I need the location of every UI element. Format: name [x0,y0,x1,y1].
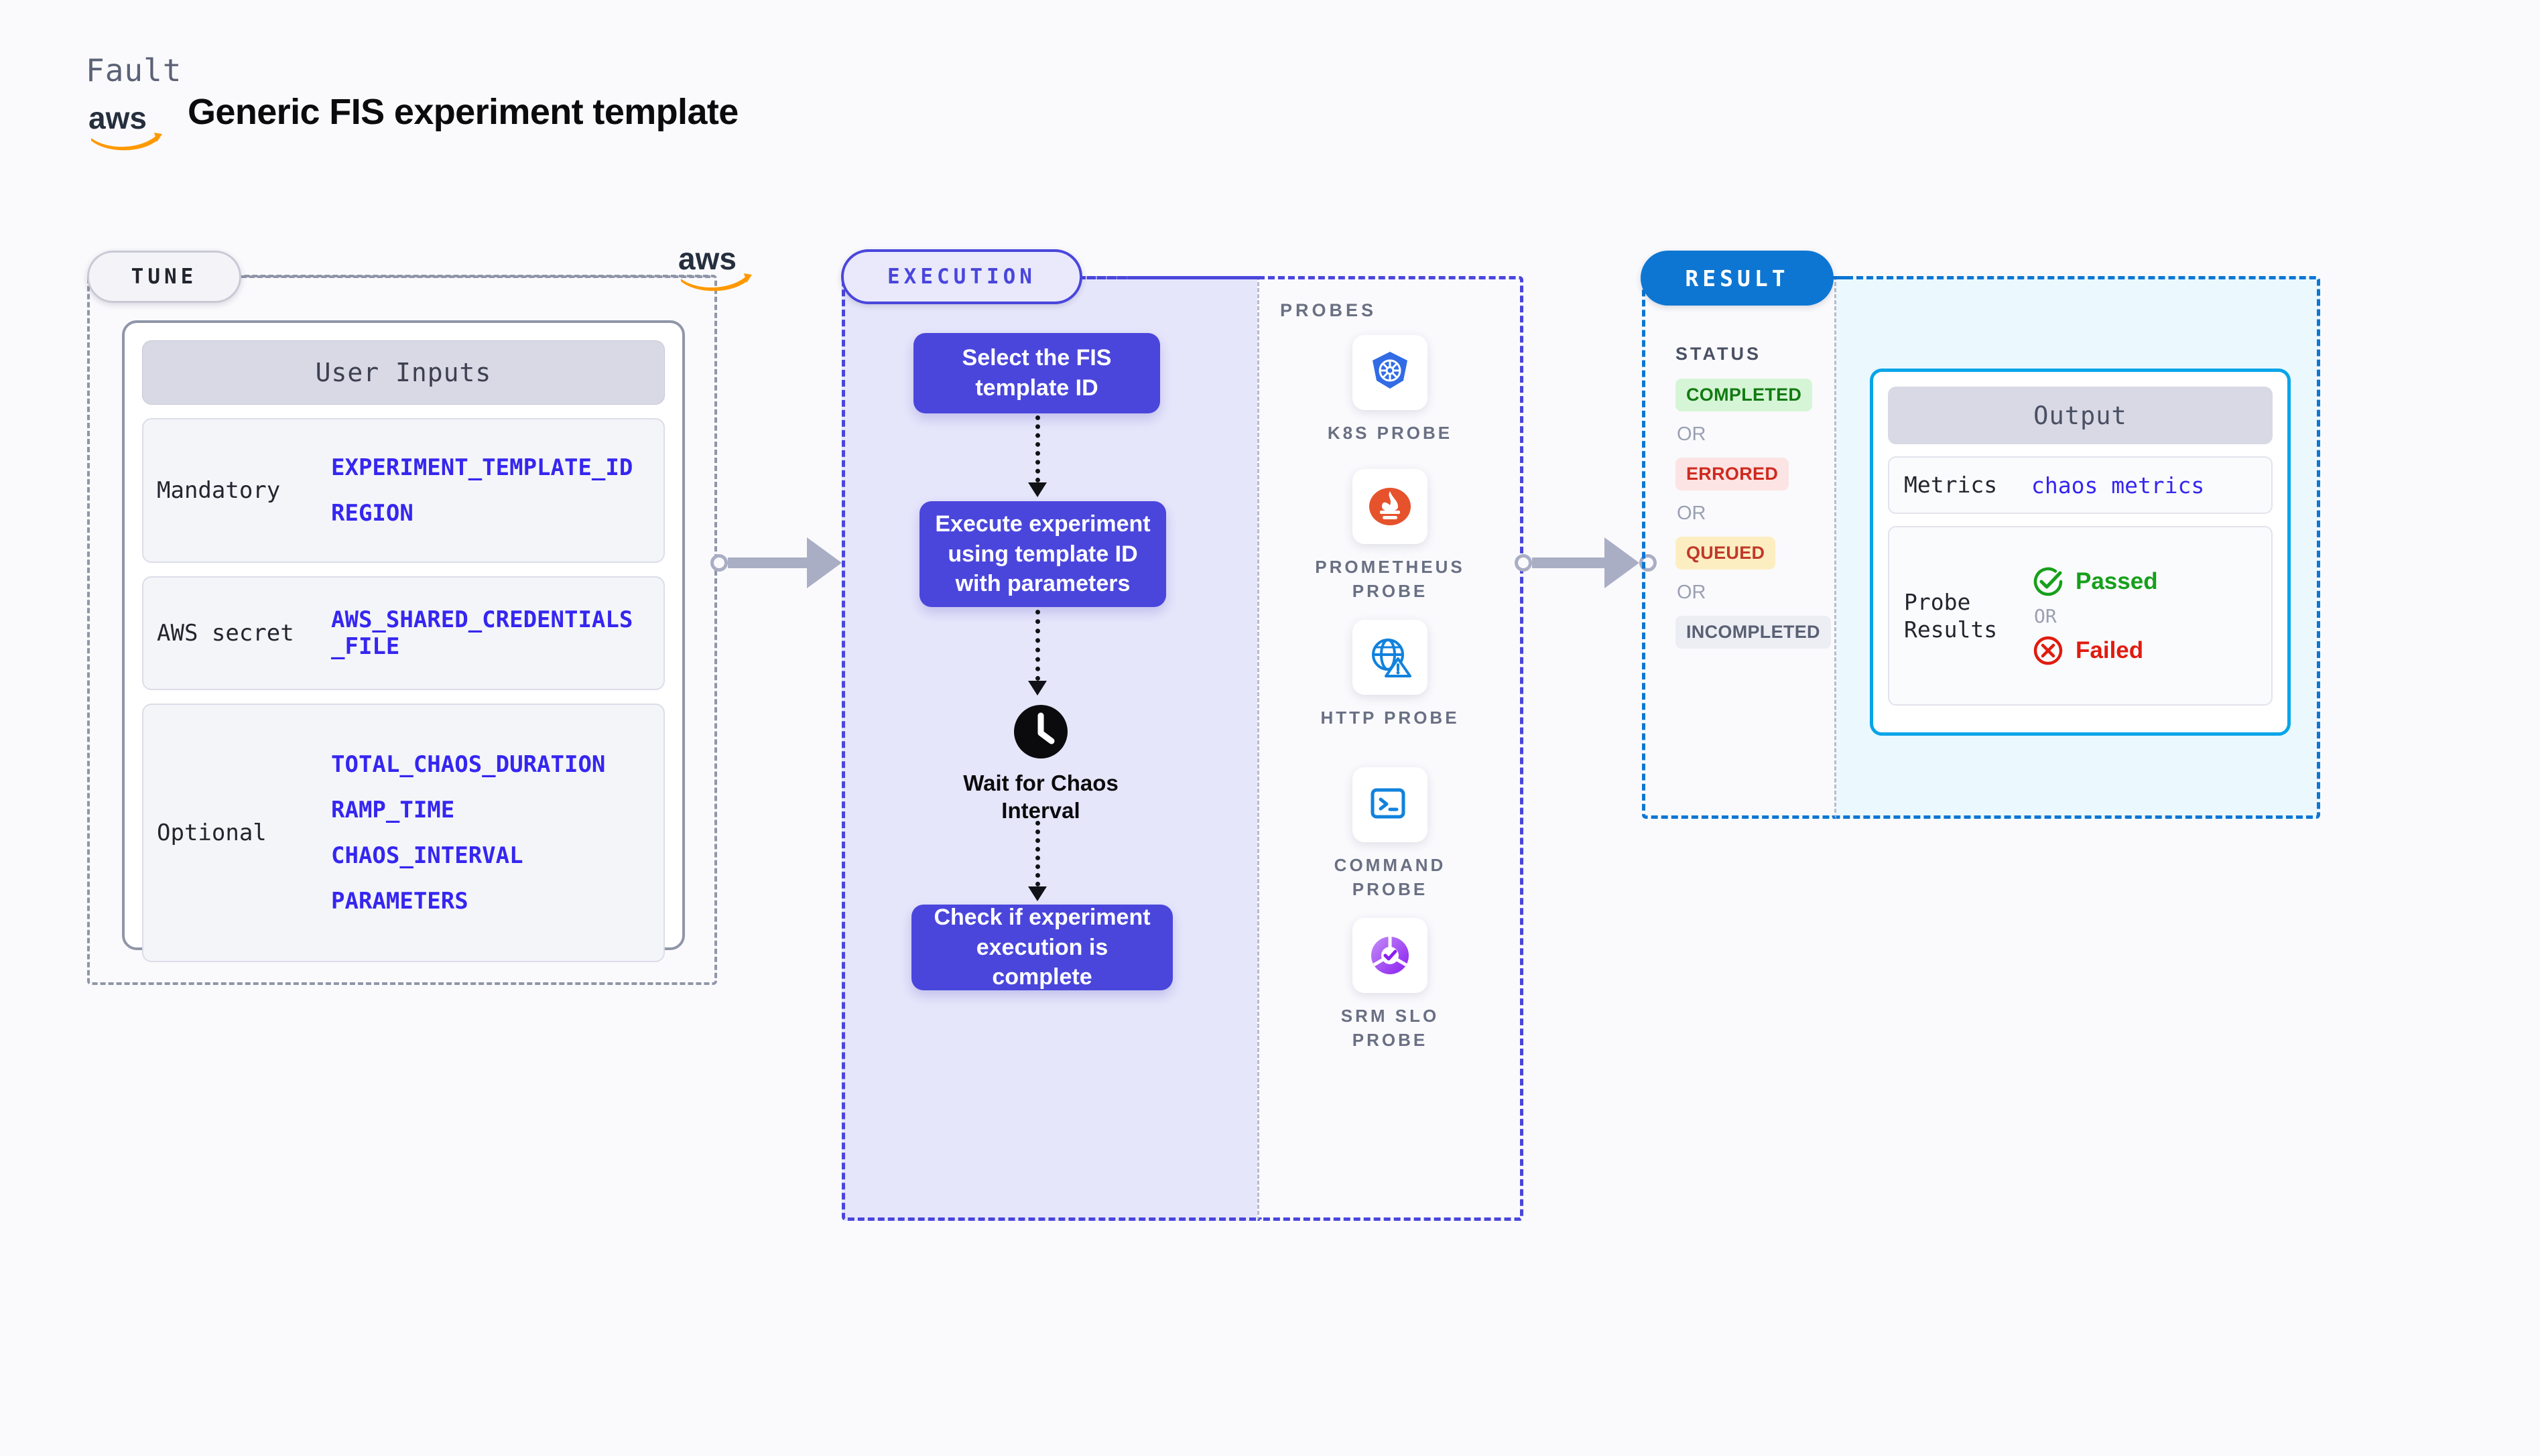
tune-row-label: Mandatory [157,477,281,504]
clock-icon [1014,705,1068,758]
status-badge-incompleted: INCOMPLETED [1675,616,1831,649]
connector-tune-to-execution [710,536,859,590]
probe-result-passed: Passed [2031,565,2158,598]
svg-text:aws: aws [678,241,737,276]
user-inputs-card: User Inputs Mandatory EXPERIMENT_TEMPLAT… [122,320,685,962]
probe-tile [1352,918,1427,993]
arrow-right-icon [1604,537,1639,588]
check-circle-icon [2033,567,2063,596]
status-badge-errored: ERRORED [1675,458,1789,490]
probe-passed-label: Passed [2076,568,2158,594]
srm-slo-icon [1371,937,1409,974]
tune-row-optional: Optional TOTAL_CHAOS_DURATION RAMP_TIME … [142,704,665,962]
output-title: Output [1888,387,2273,444]
output-metrics-label: Metrics [1904,472,1998,499]
tune-var-chaos-interval: CHAOS_INTERVAL [331,842,523,869]
flow-arrow-1 [1028,415,1047,497]
tune-badge: TUNE [87,251,241,303]
arrow-down-icon [1028,886,1047,901]
connector-bar [1532,557,1606,568]
arrow-stem [1035,610,1040,681]
x-circle-icon [2033,636,2063,665]
tune-row-label: Optional [157,819,267,846]
connector-bar [728,557,808,568]
connector-execution-to-result [1515,536,1657,590]
terminal-icon [1371,788,1405,819]
aws-logo: aws [88,101,162,151]
status-title: STATUS [1675,344,1761,364]
probe-label: HTTP PROBE [1320,708,1460,728]
connector-dot-icon [710,554,728,572]
execution-step-check-complete[interactable]: Check if experiment execution is complet… [911,905,1173,990]
header-eyebrow: Fault [86,52,182,88]
status-badge-queued: QUEUED [1675,537,1776,570]
page-title: Generic FIS experiment template [188,92,739,132]
tune-var-ramp-time: RAMP_TIME [331,796,455,823]
svg-text:aws: aws [88,101,147,135]
status-badge-completed: COMPLETED [1675,379,1813,411]
probe-command[interactable]: COMMAND PROBE [1303,767,1477,902]
execution-badge: EXECUTION [841,249,1082,304]
tune-var-total-chaos-duration: TOTAL_CHAOS_DURATION [331,750,606,778]
probe-or-label: OR [2034,604,2057,627]
arrow-stem [1035,415,1040,482]
tune-top-dashed-line [241,275,710,278]
flow-arrow-3 [1028,821,1047,901]
arrow-right-icon [807,537,842,588]
output-row-metrics: Metrics chaos metrics [1888,456,2273,514]
probe-label: K8S PROBE [1327,423,1453,443]
status-or-label: OR [1677,423,1706,445]
probes-region [1257,276,1523,1221]
output-metrics-value: chaos metrics [2031,472,2205,499]
probe-tile [1352,620,1427,695]
user-inputs-title: User Inputs [142,340,665,405]
tune-row-mandatory: Mandatory EXPERIMENT_TEMPLATE_ID REGION [142,418,665,563]
result-badge: RESULT [1641,251,1834,306]
probe-label: SRM SLO PROBE [1340,1006,1440,1051]
arrow-down-icon [1028,681,1047,696]
probes-title: PROBES [1280,300,1377,320]
probe-tile [1352,767,1427,842]
tune-var-experiment-template-id: EXPERIMENT_TEMPLATE_ID [331,454,633,481]
tune-var-parameters: PARAMETERS [331,888,468,915]
tune-row-label: AWS secret [157,620,294,647]
tune-var-aws-shared-credentials-file: AWS_SHARED_CREDENTIALS _FILE [331,606,633,660]
probe-failed-label: Failed [2076,637,2144,663]
execution-step-select-template[interactable]: Select the FIS template ID [913,333,1160,413]
tune-row-aws-secret: AWS secret AWS_SHARED_CREDENTIALS _FILE [142,576,665,690]
status-or-label: OR [1677,503,1706,524]
probe-k8s[interactable]: K8S PROBE [1303,335,1477,445]
probe-tile [1352,469,1427,544]
status-or-label: OR [1677,582,1706,603]
probe-srm-slo[interactable]: SRM SLO PROBE [1303,918,1477,1053]
probe-label: PROMETHEUS PROBE [1315,557,1465,602]
execution-top-dashed-line [1079,276,1260,279]
arrow-stem [1035,821,1040,886]
execution-step-execute-experiment[interactable]: Execute experiment using template ID wit… [919,501,1166,607]
probe-http[interactable]: HTTP PROBE [1303,620,1477,730]
connector-dot-icon [1515,554,1532,572]
http-globe-warning-icon [1372,639,1411,677]
probe-tile [1352,335,1427,410]
kubernetes-icon [1373,352,1407,389]
probe-result-failed: Failed [2031,634,2158,667]
arrow-down-icon [1028,482,1047,497]
prometheus-icon [1369,488,1411,525]
tune-var-region: REGION [331,500,414,527]
status-list: COMPLETED OR ERRORED OR QUEUED OR INCOMP… [1675,379,1831,649]
flow-arrow-2 [1028,610,1047,696]
probe-label: COMMAND PROBE [1334,855,1446,900]
probe-prometheus[interactable]: PROMETHEUS PROBE [1303,469,1477,604]
aws-logo-tune: aws [678,241,752,291]
